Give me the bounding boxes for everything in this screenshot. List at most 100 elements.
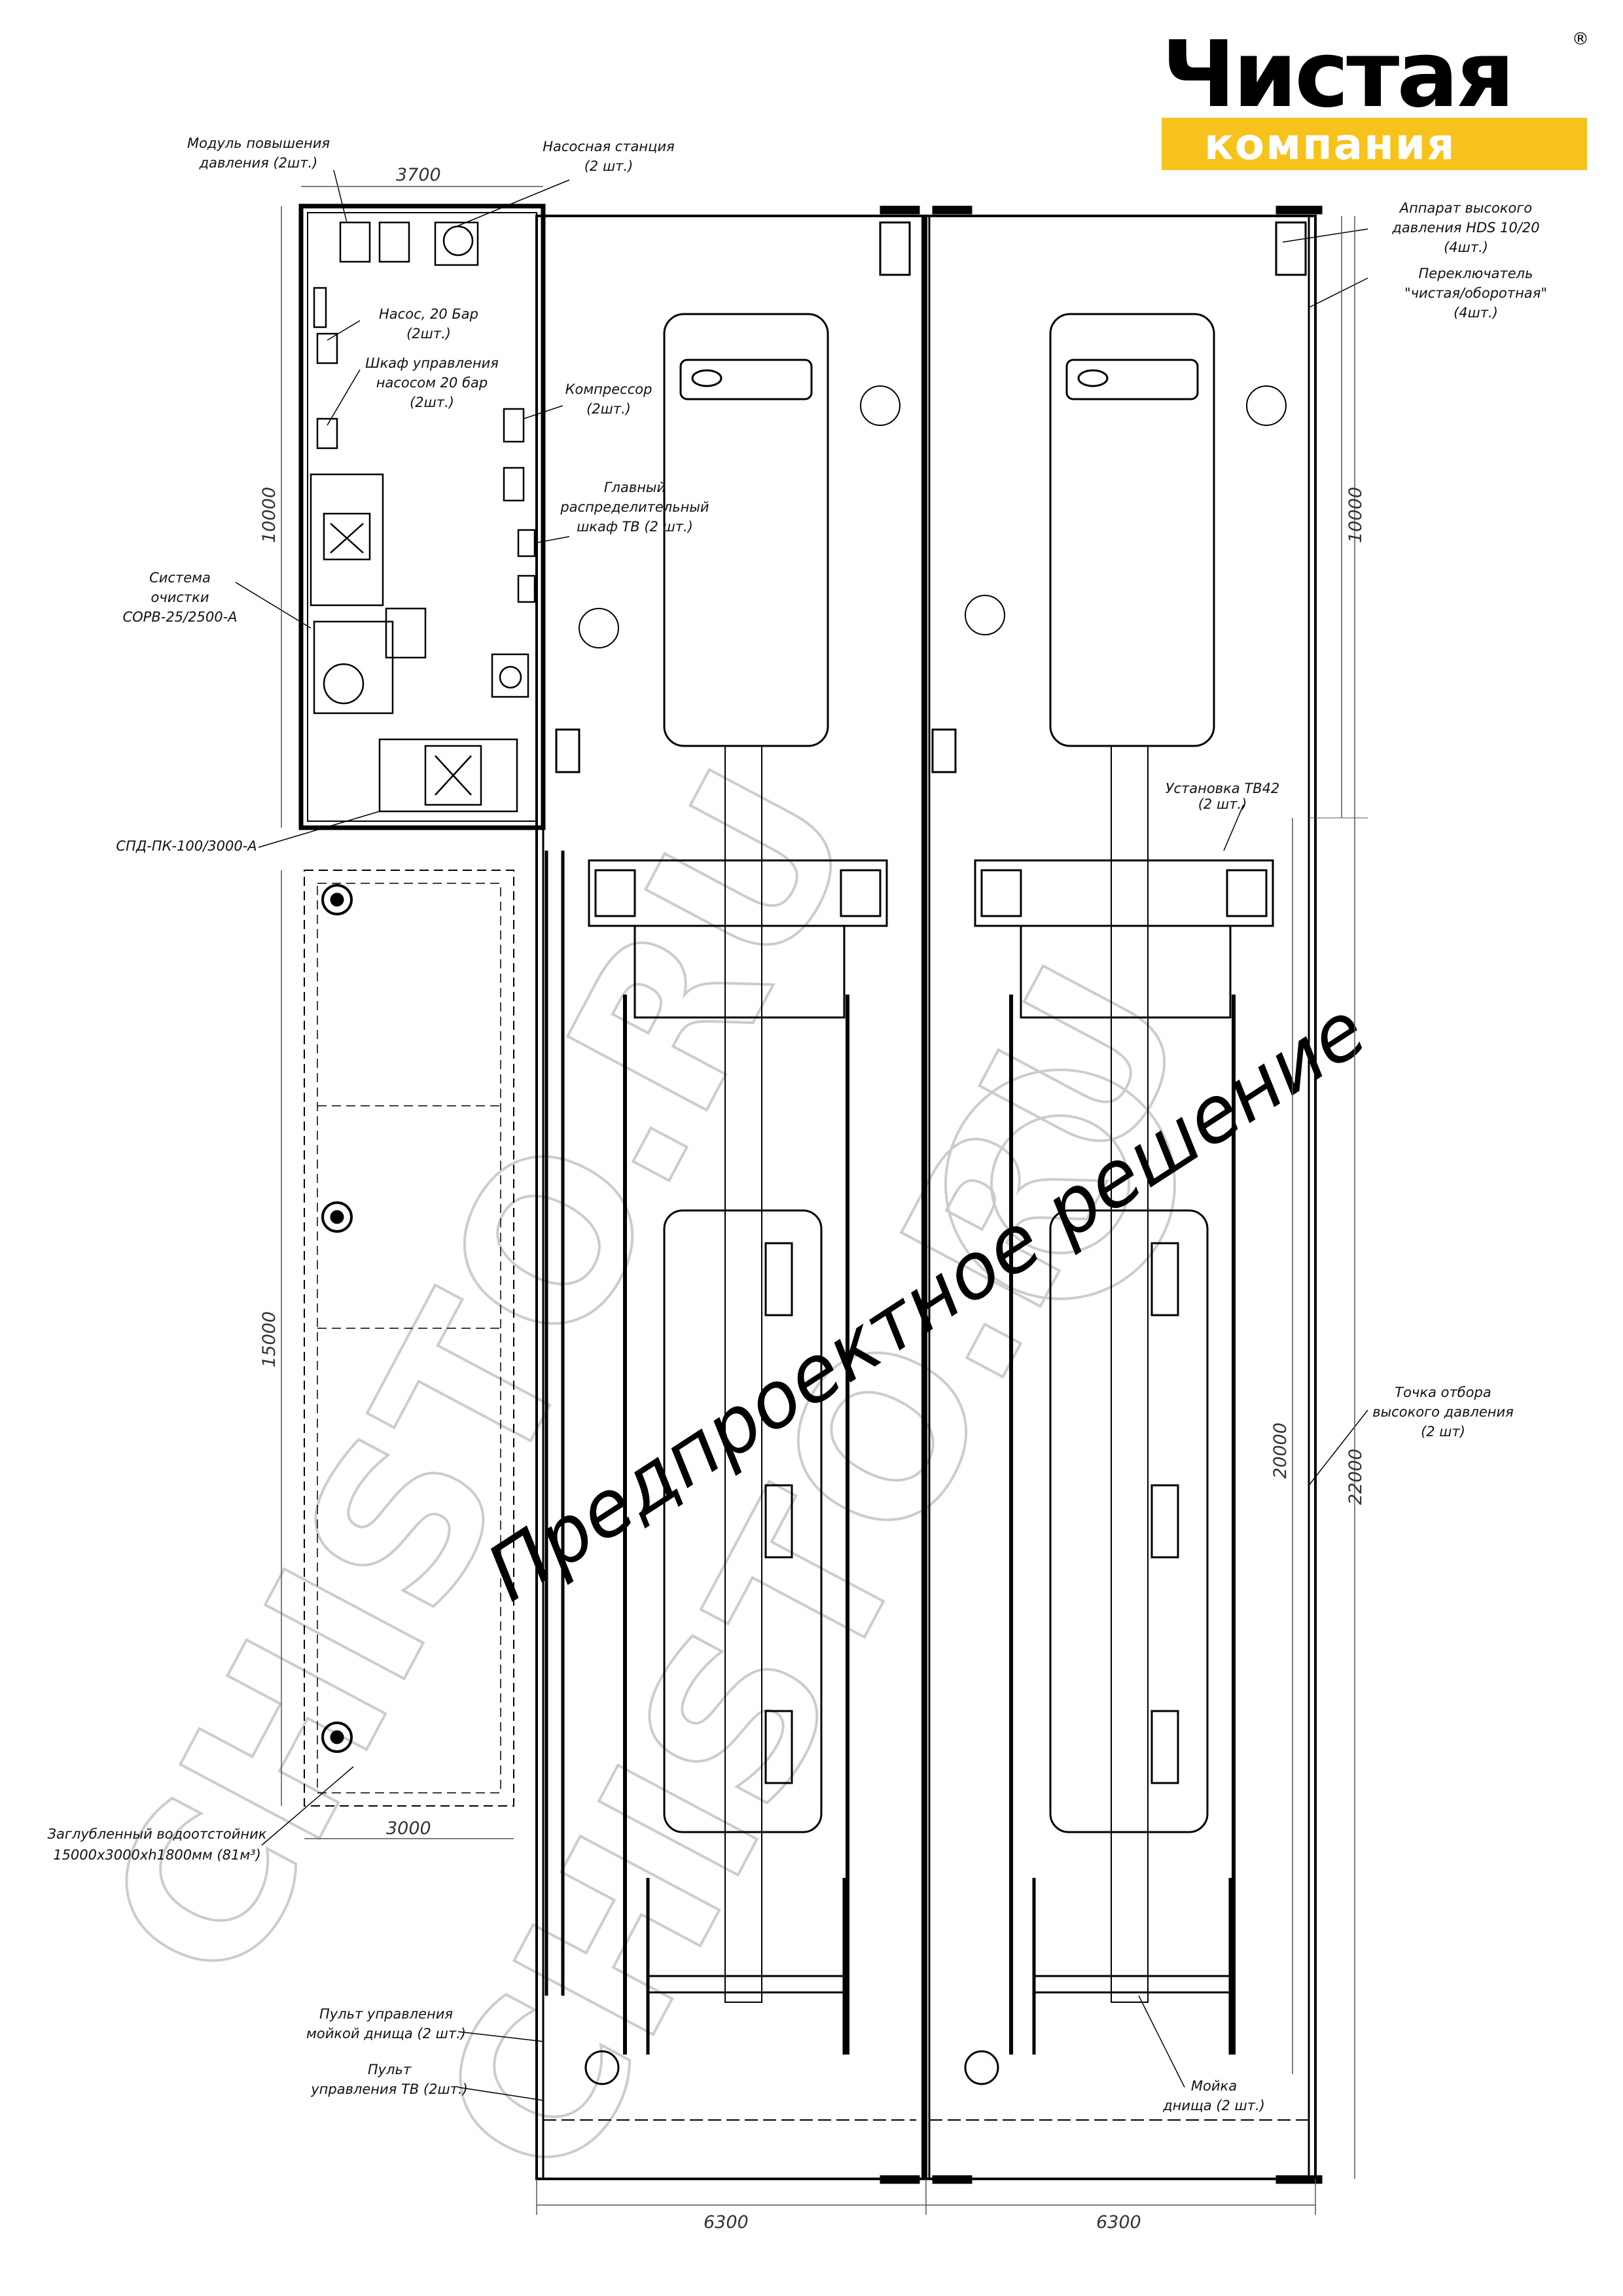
settler-hatch-1 — [321, 884, 353, 915]
settler-outline-inner — [317, 883, 501, 1793]
label-switch-3: (4шт.) — [1454, 305, 1498, 321]
technical-room-inner — [307, 212, 537, 822]
dim-room-width: 3700 — [396, 165, 441, 185]
right-control-panel — [964, 2050, 999, 2085]
label-tv-panel-2: управления ТВ (2шт.) — [310, 2081, 468, 2097]
wall-end-bottom-3 — [1275, 2175, 1323, 2184]
right-hds-unit — [931, 728, 957, 773]
watermark-circle-inner — [990, 1114, 1130, 1254]
label-main-cabinet-3: шкаф ТВ (2 шт.) — [577, 519, 693, 535]
left-portal-frame — [633, 925, 846, 1019]
wall-end-top-1 — [880, 205, 920, 215]
dim-settler-width: 3000 — [386, 1818, 431, 1839]
spd-unit — [378, 738, 518, 813]
label-compressor-1: Компрессор — [565, 381, 652, 397]
wall-end-top-2 — [932, 205, 972, 215]
label-booster-module-2: давления (2шт.) — [199, 155, 318, 171]
label-cleaning-system-1: Система — [149, 570, 211, 586]
label-cleaning-system-3: СОРВ-25/2500-А — [122, 609, 237, 625]
wall-end-bottom-1 — [880, 2175, 920, 2184]
pump-20bar-1 — [316, 332, 338, 364]
pump-20bar-2 — [316, 417, 338, 450]
logo-name-line2: компания — [1204, 119, 1455, 169]
dim-bay-width-left: 6300 — [704, 2212, 749, 2233]
watermark-circle — [944, 1069, 1176, 1300]
label-pump-20bar-1: Насос, 20 Бар — [379, 306, 478, 322]
dim-room-height: 10000 — [259, 487, 279, 543]
left-hds-unit — [555, 728, 580, 773]
dim-right-height: 10000 — [1346, 487, 1366, 543]
settling-tank — [304, 870, 514, 1807]
dimension-values: 3700 10000 15000 3000 6300 6300 10000 20… — [259, 165, 1366, 2233]
left-control-panel — [584, 2050, 620, 2085]
building-walls — [298, 203, 1323, 2184]
settler-outline — [304, 870, 514, 1807]
logo-registered-mark: ® — [1572, 29, 1589, 49]
dim-settler-length: 15000 — [259, 1311, 279, 1368]
label-compressor-2: (2шт.) — [586, 401, 631, 417]
label-cleaning-system-2: очистки — [151, 590, 209, 605]
right-rail-track — [1111, 745, 1149, 2003]
label-booster-module-1: Модуль повышения — [187, 135, 330, 151]
right-bus-bottom — [1049, 1209, 1209, 1833]
label-hp-point-1: Точка отбора — [1395, 1385, 1491, 1400]
pipe-riser — [313, 287, 327, 328]
label-spd: СПД-ПК-100/3000-А — [116, 838, 257, 854]
label-underbody-panel-1: Пульт управления — [319, 2006, 453, 2022]
leader-lines — [235, 169, 1368, 2101]
label-main-cabinet-2: распределительный — [560, 499, 709, 515]
label-settler-1: Заглубленный водоотстойник — [48, 1826, 267, 1842]
label-pump-20bar-2: (2шт.) — [406, 326, 451, 342]
main-cabinet-1 — [517, 529, 536, 557]
company-logo: Чистая компания ® — [1162, 22, 1589, 170]
compressor-2 — [503, 467, 525, 502]
label-tb42-2: (2 шт.) — [1198, 796, 1247, 812]
cabinet-lower — [491, 653, 529, 698]
left-bay-equipment — [543, 221, 916, 2121]
logo-name-line1: Чистая — [1162, 22, 1512, 128]
technical-room — [298, 203, 546, 830]
label-pump-cabinet-1: Шкаф управления — [365, 355, 499, 371]
right-portal-frame — [1020, 925, 1232, 1019]
main-cabinet-2 — [517, 574, 536, 603]
left-rail-track — [724, 745, 762, 2003]
label-hds-unit-3: (4шт.) — [1444, 239, 1488, 255]
label-pump-station-1: Насосная станция — [543, 139, 674, 154]
label-hp-point-2: высокого давления — [1372, 1404, 1514, 1420]
label-underbody-wash-2: днища (2 шт.) — [1162, 2098, 1265, 2113]
wall-end-top-3 — [1275, 205, 1323, 215]
label-pump-station-2: (2 шт.) — [584, 158, 633, 174]
wall-end-bottom-2 — [932, 2175, 972, 2184]
logo-yellow-bar — [1162, 118, 1587, 170]
label-hds-unit-1: Аппарат высокого — [1399, 200, 1533, 216]
label-hds-unit-2: давления HDS 10/20 — [1391, 220, 1539, 236]
pump-station — [434, 221, 479, 266]
settler-hatch-2 — [321, 1201, 353, 1233]
label-tv-panel-1: Пульт — [368, 2062, 412, 2077]
left-hds-top — [879, 221, 911, 276]
dimension-lines — [281, 186, 1368, 2215]
label-settler-2: 15000x3000xh1800мм (81м³) — [53, 1847, 261, 1863]
dim-bay-width-right: 6300 — [1096, 2212, 1141, 2233]
label-main-cabinet-1: Главный — [604, 480, 666, 495]
label-pump-cabinet-3: (2шт.) — [410, 395, 454, 410]
booster-module-1 — [339, 221, 371, 263]
label-hp-point-3: (2 шт) — [1421, 1424, 1465, 1439]
right-bay-equipment — [929, 221, 1309, 2121]
label-tb42-1: Установка ТВ42 — [1166, 781, 1280, 796]
right-underbody-wash — [1033, 1975, 1232, 1994]
right-bus-top — [1049, 313, 1215, 747]
label-pump-cabinet-2: насосом 20 бар — [376, 375, 488, 391]
label-switch-2: "чистая/оборотная" — [1404, 285, 1547, 301]
label-underbody-wash-1: Мойка — [1191, 2078, 1237, 2094]
cleaning-system-cabinet — [310, 473, 384, 607]
booster-module-2 — [378, 221, 410, 263]
equipment-labels: Модуль повышения давления (2шт.) Насосна… — [48, 135, 1547, 2113]
dim-total-length: 22000 — [1346, 1449, 1366, 1505]
technical-equipment — [310, 221, 536, 813]
settler-hatch-3 — [321, 1722, 353, 1753]
dim-bay-length: 20000 — [1270, 1422, 1291, 1479]
label-underbody-panel-2: мойкой днища (2 шт.) — [306, 2026, 466, 2041]
right-hds-top — [1275, 221, 1307, 276]
